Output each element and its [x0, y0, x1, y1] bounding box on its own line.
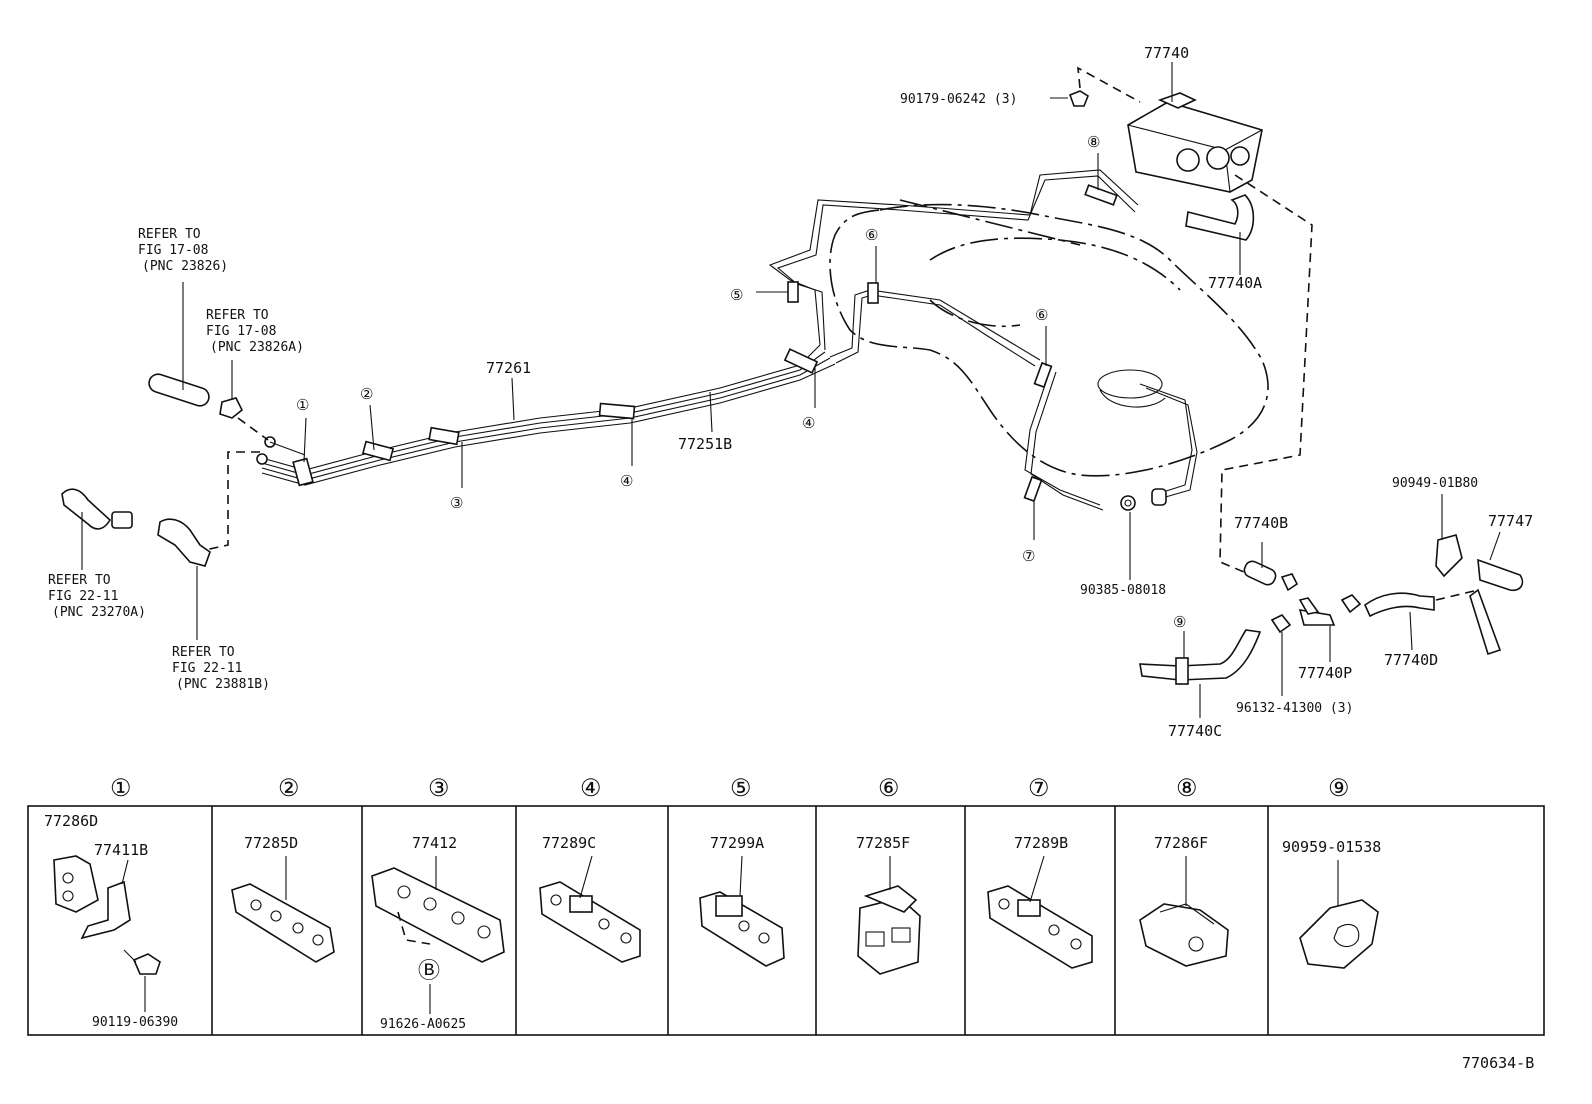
svg-text:REFER TO: REFER TO: [206, 308, 269, 323]
svg-text:FIG 17-08: FIG 17-08: [206, 324, 276, 339]
callout-3: ③: [450, 494, 463, 512]
callout-6a: ⑥: [865, 226, 878, 244]
table-label-77412: 77412: [412, 834, 457, 852]
svg-text:⑦: ⑦: [1022, 547, 1035, 565]
callout-4b: ④: [802, 414, 815, 432]
svg-text:⑤: ⑤: [730, 286, 743, 304]
table-label-90959: 90959-01538: [1282, 838, 1381, 856]
table-submarker-b: Ⓑ: [418, 959, 440, 984]
part-labels: 77740 90179-06242 (3) 77740A 77261 77251…: [48, 44, 1533, 740]
table-marker-4: ④: [580, 774, 602, 802]
callout-8: ⑧: [1087, 133, 1100, 151]
label-canister: 77740: [1144, 44, 1189, 62]
table-label-77286d: 77286D: [44, 812, 98, 830]
table-label-90119: 90119-06390: [92, 1015, 178, 1030]
ref-note-4: REFER TO FIG 22-11 (PNC 23881B): [172, 645, 270, 692]
callout-2: ②: [360, 385, 373, 403]
table-marker-1: ①: [110, 774, 132, 802]
parts-table: ① ② ③ ④ ⑤ ⑥ ⑦ ⑧ ⑨ 77286D 77411B 90119-06…: [27, 774, 1545, 1036]
label-tube-b: 77251B: [678, 435, 732, 453]
table-label-77286f: 77286F: [1154, 834, 1208, 852]
svg-text:⑥: ⑥: [865, 226, 878, 244]
callout-1: ①: [296, 396, 309, 414]
table-label-77285f: 77285F: [856, 834, 910, 852]
label-hose-d: 77740D: [1384, 651, 1438, 669]
table-marker-5: ⑤: [730, 774, 752, 802]
svg-text:③: ③: [450, 494, 463, 512]
ref-note-2: REFER TO FIG 17-08 (PNC 23826A): [206, 308, 304, 355]
callout-5: ⑤: [730, 286, 743, 304]
svg-text:④: ④: [620, 472, 633, 490]
svg-text:④: ④: [802, 414, 815, 432]
diagram-id: 770634-B: [1462, 1054, 1534, 1072]
table-label-91626: 91626-A0625: [380, 1017, 466, 1032]
label-tube-main: 77261: [486, 359, 531, 377]
ref-note-1: REFER TO FIG 17-08 (PNC 23826): [138, 227, 228, 274]
table-label-77289c: 77289C: [542, 834, 596, 852]
table-marker-9: ⑨: [1328, 774, 1350, 802]
table-marker-3: ③: [428, 774, 450, 802]
left-fittings: [61, 373, 269, 567]
svg-text:(PNC 23826A): (PNC 23826A): [210, 340, 304, 355]
table-label-77285d: 77285D: [244, 834, 298, 852]
svg-text:FIG 22-11: FIG 22-11: [172, 661, 242, 676]
label-hose-747: 77747: [1488, 512, 1533, 530]
label-clip-961: 96132-41300 (3): [1236, 701, 1353, 716]
callout-7: ⑦: [1022, 547, 1035, 565]
svg-text:FIG 22-11: FIG 22-11: [48, 589, 118, 604]
table-marker-2: ②: [278, 774, 300, 802]
label-bracket-b80: 90949-01B80: [1392, 476, 1478, 491]
table-marker-7: ⑦: [1028, 774, 1050, 802]
svg-text:(PNC 23826): (PNC 23826): [142, 259, 228, 274]
svg-text:REFER TO: REFER TO: [172, 645, 235, 660]
charcoal-canister: [1068, 66, 1263, 241]
callout-6b: ⑥: [1035, 306, 1048, 324]
ref-note-3: REFER TO FIG 22-11 (PNC 23270A): [48, 573, 146, 620]
callout-9: ⑨: [1173, 613, 1186, 631]
label-hose-a: 77740A: [1208, 274, 1262, 292]
svg-text:①: ①: [296, 396, 309, 414]
table-label-77289b: 77289B: [1014, 834, 1068, 852]
label-canister-screw: 90179-06242 (3): [900, 92, 1017, 107]
svg-text:⑧: ⑧: [1087, 133, 1100, 151]
svg-text:(PNC 23881B): (PNC 23881B): [176, 677, 270, 692]
label-hose-b: 77740B: [1234, 514, 1288, 532]
svg-text:⑨: ⑨: [1173, 613, 1186, 631]
label-hose-p: 77740P: [1298, 664, 1352, 682]
svg-text:⑥: ⑥: [1035, 306, 1048, 324]
table-marker-6: ⑥: [878, 774, 900, 802]
label-gasket: 90385-08018: [1080, 583, 1166, 598]
vapor-hose-group: [1139, 174, 1524, 685]
fuel-tube-bundle: [256, 169, 1198, 511]
svg-text:FIG 17-08: FIG 17-08: [138, 243, 208, 258]
leader-lines: [81, 62, 1501, 718]
svg-text:REFER TO: REFER TO: [48, 573, 111, 588]
svg-text:(PNC 23270A): (PNC 23270A): [52, 605, 146, 620]
fuel-tank-outline: [829, 199, 1269, 477]
svg-text:②: ②: [360, 385, 373, 403]
table-marker-8: ⑧: [1176, 774, 1198, 802]
callout-4a: ④: [620, 472, 633, 490]
table-label-77299a: 77299A: [710, 834, 764, 852]
table-label-77411b: 77411B: [94, 841, 148, 859]
label-hose-c: 77740C: [1168, 722, 1222, 740]
svg-text:REFER TO: REFER TO: [138, 227, 201, 242]
